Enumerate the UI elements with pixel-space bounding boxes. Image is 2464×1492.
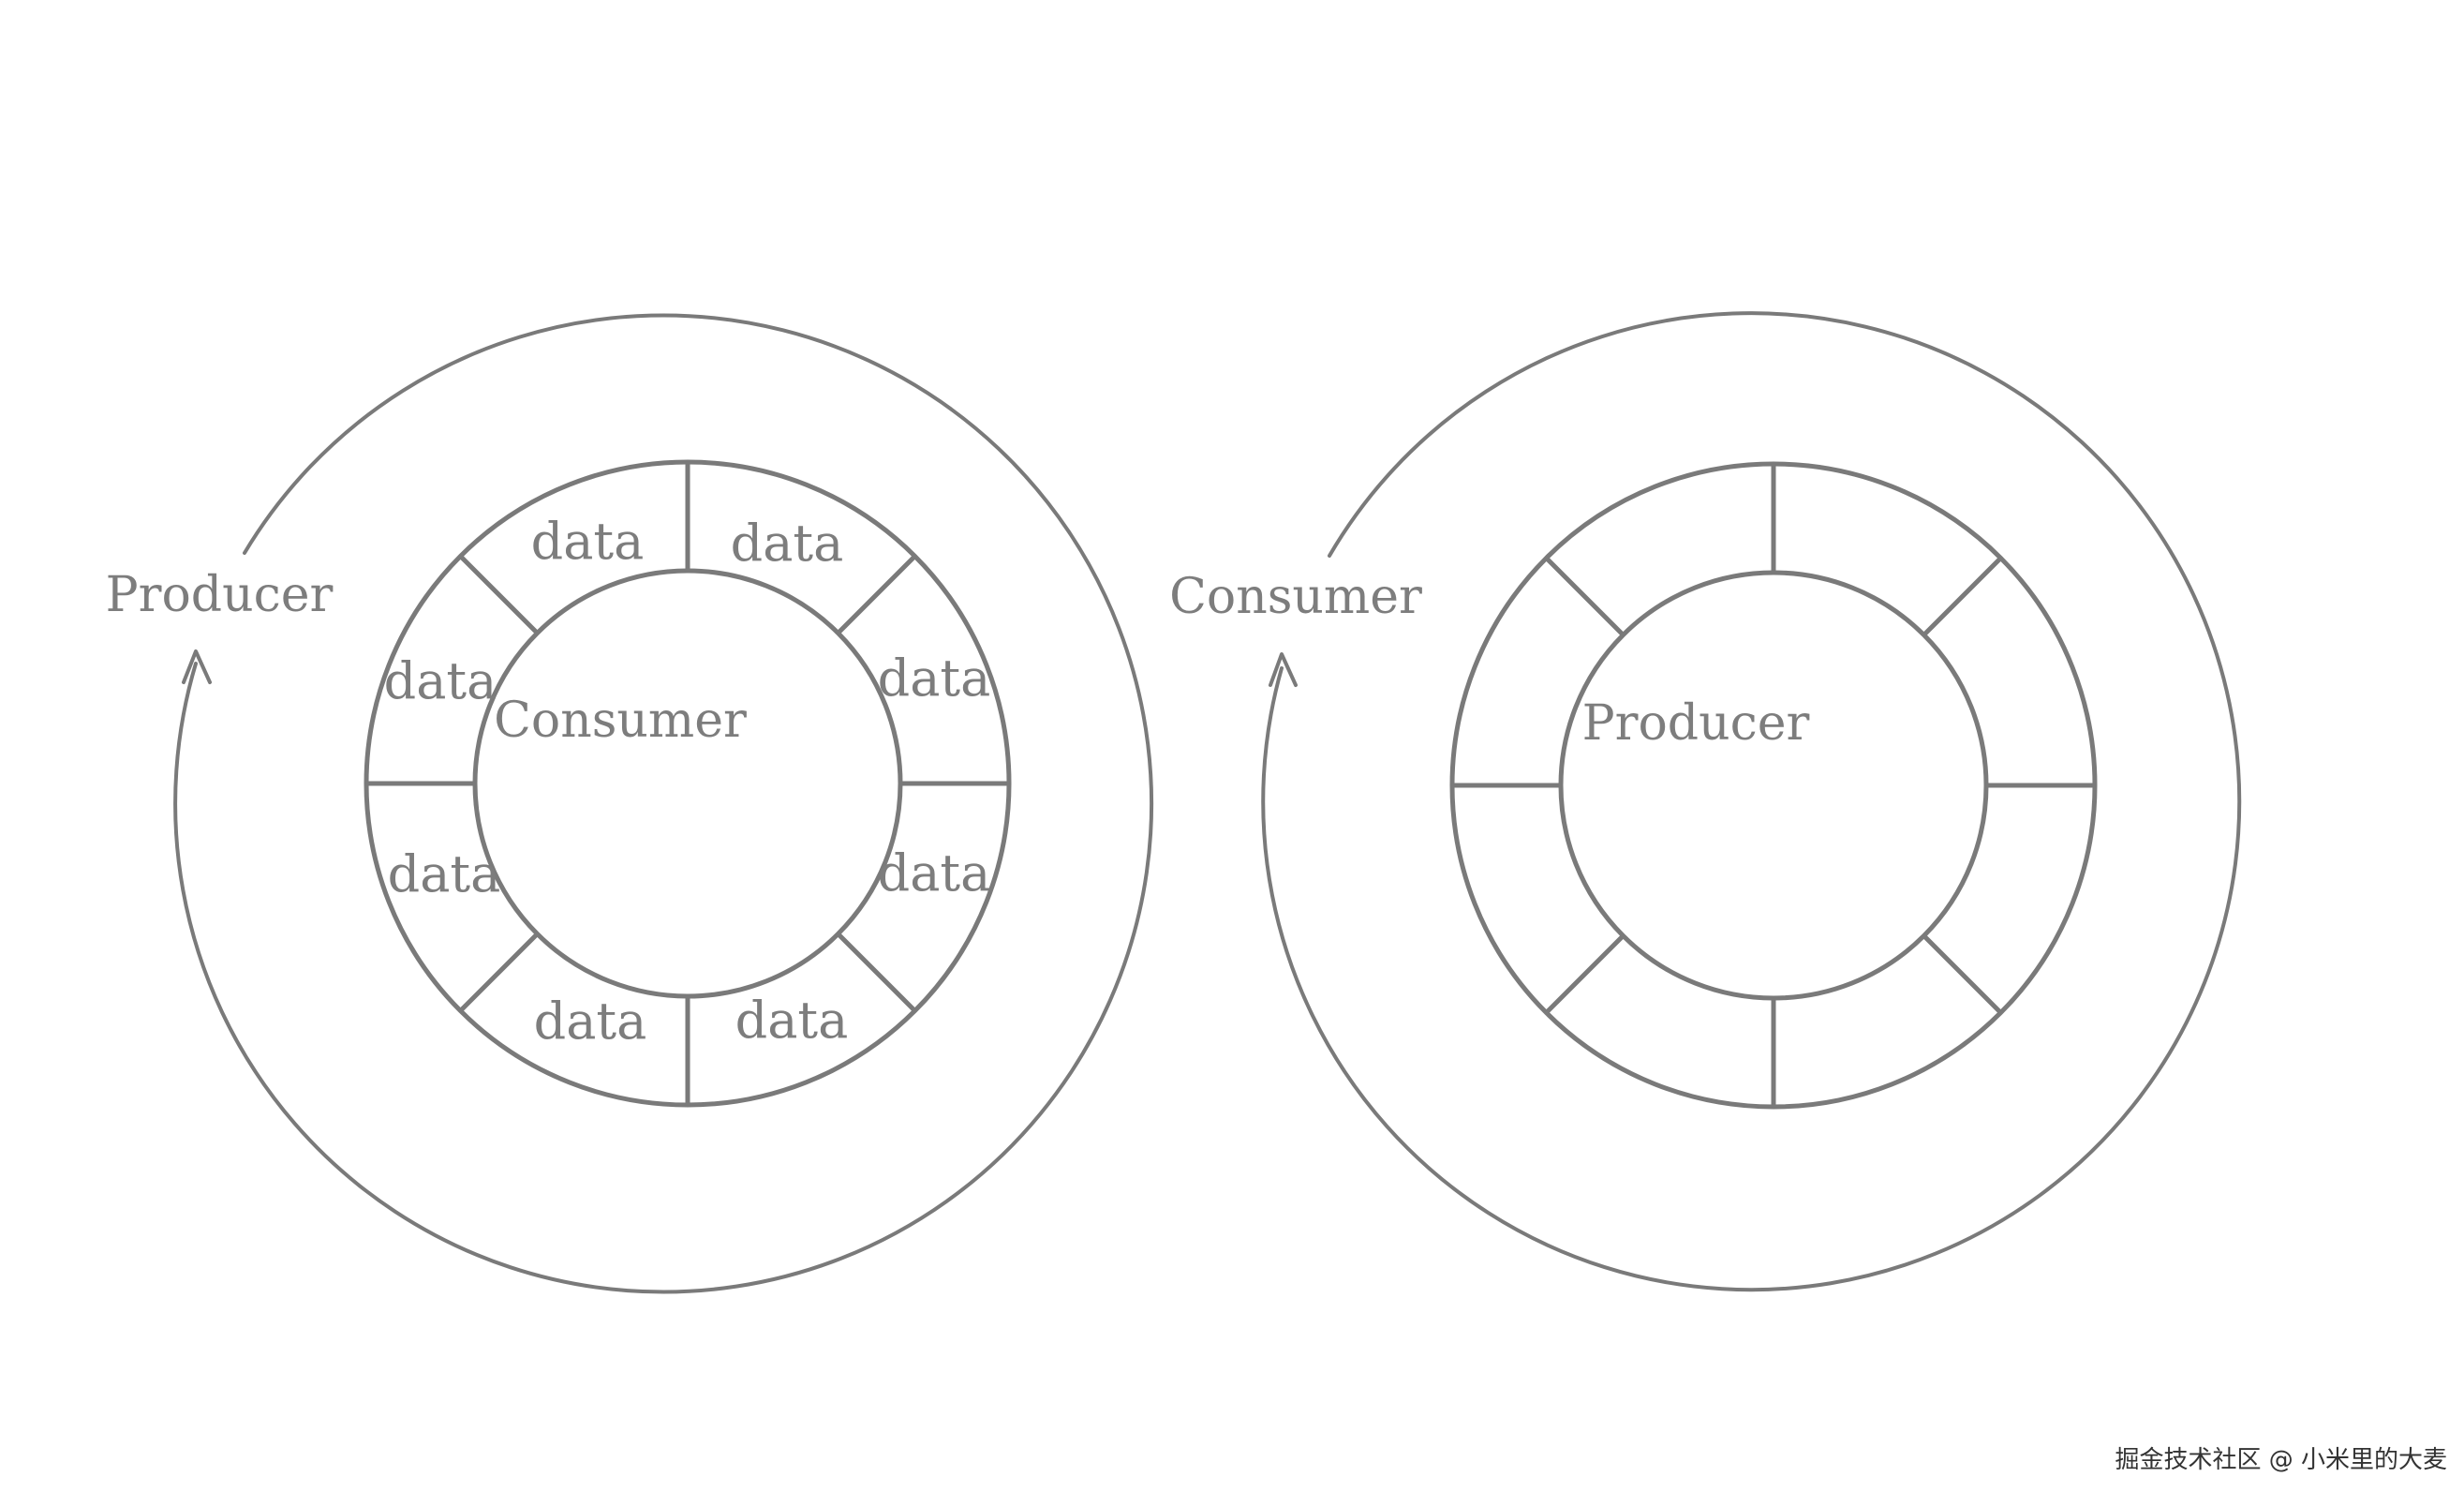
slot-label: data: [384, 651, 497, 710]
right-buffer-inner-ring: [1558, 570, 1989, 1001]
right-outer-role-label: Consumer: [1169, 569, 1422, 625]
right-spoke-top-right: [1922, 556, 2003, 636]
slot-label: data: [735, 991, 849, 1050]
left-ring-buffer: data data data data data data data data …: [106, 313, 1154, 1294]
slot-label: data: [531, 512, 645, 571]
right-spoke-top-left: [1544, 556, 1625, 636]
right-inner-role-label: Producer: [1582, 695, 1810, 752]
left-spoke-bottom-left: [458, 932, 539, 1013]
slot-label: data: [388, 844, 501, 903]
left-flow-arrowhead-icon: [182, 649, 212, 684]
right-ring-buffer: Consumer Producer: [1169, 311, 2242, 1292]
left-spoke-top-left: [458, 554, 539, 634]
slot-label: data: [731, 514, 844, 573]
slot-label: data: [878, 649, 991, 708]
left-outer-flow-arc: [173, 313, 1154, 1294]
left-buffer-slots: data data data data data data data data: [384, 512, 991, 1051]
left-buffer-inner-ring: [472, 568, 903, 999]
right-spoke-bottom-left: [1544, 934, 1625, 1015]
left-buffer-spokes: [366, 462, 1009, 1105]
left-inner-role-label: Consumer: [494, 693, 747, 749]
left-spoke-top-right: [837, 554, 917, 634]
slot-label: data: [534, 992, 647, 1051]
right-buffer-spokes: [1452, 464, 2095, 1107]
right-spoke-bottom-right: [1922, 934, 2003, 1015]
left-outer-role-label: Producer: [106, 567, 334, 623]
slot-label: data: [878, 843, 991, 903]
right-flow-arrowhead-icon: [1269, 652, 1298, 687]
left-spoke-bottom-right: [837, 932, 917, 1013]
right-outer-flow-arc: [1261, 311, 2242, 1292]
watermark-text: 掘金技术社区 @ 小米里的大麦: [2115, 1446, 2447, 1474]
